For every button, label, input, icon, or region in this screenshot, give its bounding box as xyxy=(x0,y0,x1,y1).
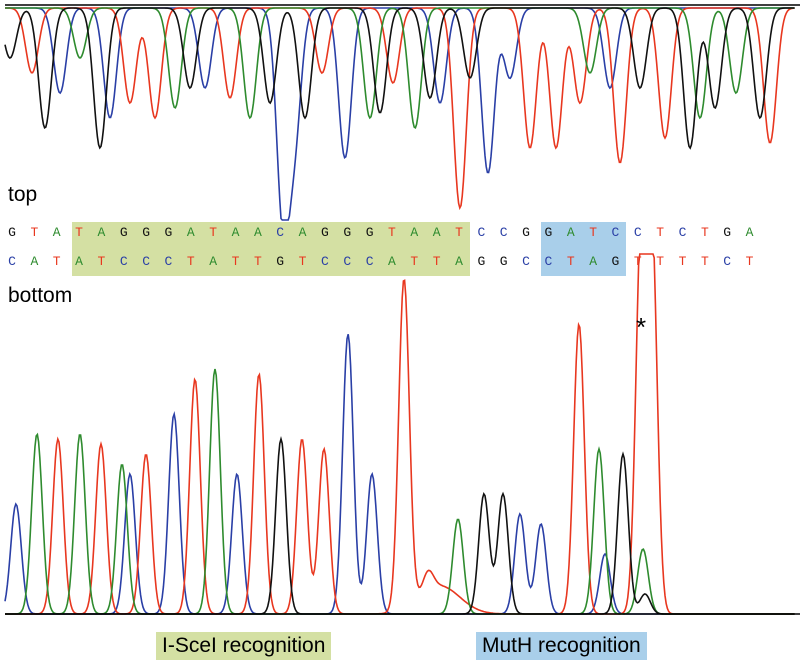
muth-recognition-legend: MutH recognition xyxy=(476,632,647,660)
bottom-sequence-base: T xyxy=(298,254,307,269)
bottom-sequence-base: C xyxy=(544,254,553,269)
bottom-sequence-base: T xyxy=(700,254,709,269)
isce1-recognition-legend: I-SceI recognition xyxy=(156,632,332,660)
bottom-sequence-base: A xyxy=(75,254,83,269)
bottom-sequence-base: T xyxy=(566,254,575,269)
bottom-sequence-base: C xyxy=(723,254,732,269)
top-sequence-base: G xyxy=(544,225,553,240)
bottom-sequence-base: C xyxy=(320,254,329,269)
top-sequence-base: G xyxy=(8,225,16,240)
bottom-sequence-base: T xyxy=(253,254,262,269)
bottom-sequence-base: T xyxy=(186,254,195,269)
top-sequence-base: A xyxy=(566,225,575,240)
top-sequence-base: T xyxy=(700,225,709,240)
bottom-sequence-base: T xyxy=(52,254,61,269)
top-sequence-base: G xyxy=(522,225,530,240)
top-sequence-base: T xyxy=(388,225,396,240)
top-sequence-base: A xyxy=(745,225,754,240)
top-sequence-base: A xyxy=(298,225,307,240)
top-sequence-base: A xyxy=(97,225,106,240)
top-sequence-base: A xyxy=(432,225,441,240)
top-sequence-base: G xyxy=(365,225,374,240)
top-sequence-base: T xyxy=(75,225,83,240)
bottom-sequence-base: A xyxy=(455,254,463,269)
top-sequence-base: C xyxy=(633,225,642,240)
bottom-trace-T xyxy=(5,253,795,615)
isce1-highlight-box xyxy=(72,222,470,276)
top-sequence-base: T xyxy=(455,225,463,240)
bottom-sequence-base: C xyxy=(119,254,128,269)
bottom-sequence-base: T xyxy=(745,254,754,269)
top-sequence-base: C xyxy=(678,225,687,240)
bottom-sequence-base: C xyxy=(343,254,352,269)
top-sequence-base: T xyxy=(30,225,39,240)
bottom-sequence-base: T xyxy=(656,254,665,269)
top-sequence-base: C xyxy=(611,225,620,240)
top-sequence-base: C xyxy=(276,225,285,240)
bottom-sequence-base: A xyxy=(209,254,218,269)
top-sequence-base: G xyxy=(343,225,352,240)
bottom-sequence-base: C xyxy=(522,254,530,269)
top-sequence-base: T xyxy=(209,225,218,240)
bottom-sequence-base: T xyxy=(678,254,687,269)
top-strand-label: top xyxy=(8,183,38,206)
top-sequence-base: G xyxy=(119,225,128,240)
top-sequence-base: A xyxy=(186,225,195,240)
bottom-sequence-base: G xyxy=(477,254,486,269)
top-sequence-base: G xyxy=(320,225,329,240)
muth-highlight-box xyxy=(541,222,627,276)
bottom-sequence-base: T xyxy=(432,254,441,269)
top-sequence-base: C xyxy=(477,225,486,240)
bottom-strand-chromatogram xyxy=(4,253,795,615)
top-trace-T xyxy=(5,7,795,211)
top-sequence-base: C xyxy=(499,225,508,240)
bottom-sequence-base: G xyxy=(276,254,285,269)
bottom-sequence-base: T xyxy=(410,254,419,269)
bottom-sequence-base: G xyxy=(611,254,620,269)
top-strand-chromatogram xyxy=(4,7,795,221)
top-sequence-base: T xyxy=(589,225,597,240)
bottom-sequence-base: C xyxy=(365,254,374,269)
mutation-asterisk: * xyxy=(636,312,647,342)
bottom-strand-label: bottom xyxy=(8,284,73,307)
top-sequence-base: T xyxy=(656,225,665,240)
top-sequence-base: A xyxy=(231,225,240,240)
bottom-sequence-base: A xyxy=(589,254,597,269)
top-trace-G xyxy=(4,7,795,150)
bottom-sequence-base: T xyxy=(97,254,106,269)
bottom-sequence-base: T xyxy=(231,254,240,269)
bottom-sequence-base: A xyxy=(388,254,396,269)
bottom-trace-A xyxy=(5,368,795,615)
top-sequence-base: A xyxy=(410,225,419,240)
bottom-sequence-base: C xyxy=(8,254,16,269)
bottom-sequence-base: C xyxy=(142,254,150,269)
top-sequence-base: G xyxy=(142,225,150,240)
top-sequence-base: A xyxy=(52,225,61,240)
top-sequence-base: G xyxy=(164,225,173,240)
bottom-sequence-base: A xyxy=(30,254,39,269)
top-sequence-base: A xyxy=(253,225,262,240)
bottom-sequence-base: C xyxy=(164,254,173,269)
bottom-sequence-base: T xyxy=(633,254,642,269)
top-sequence-base: G xyxy=(723,225,732,240)
bottom-sequence-base: G xyxy=(499,254,508,269)
